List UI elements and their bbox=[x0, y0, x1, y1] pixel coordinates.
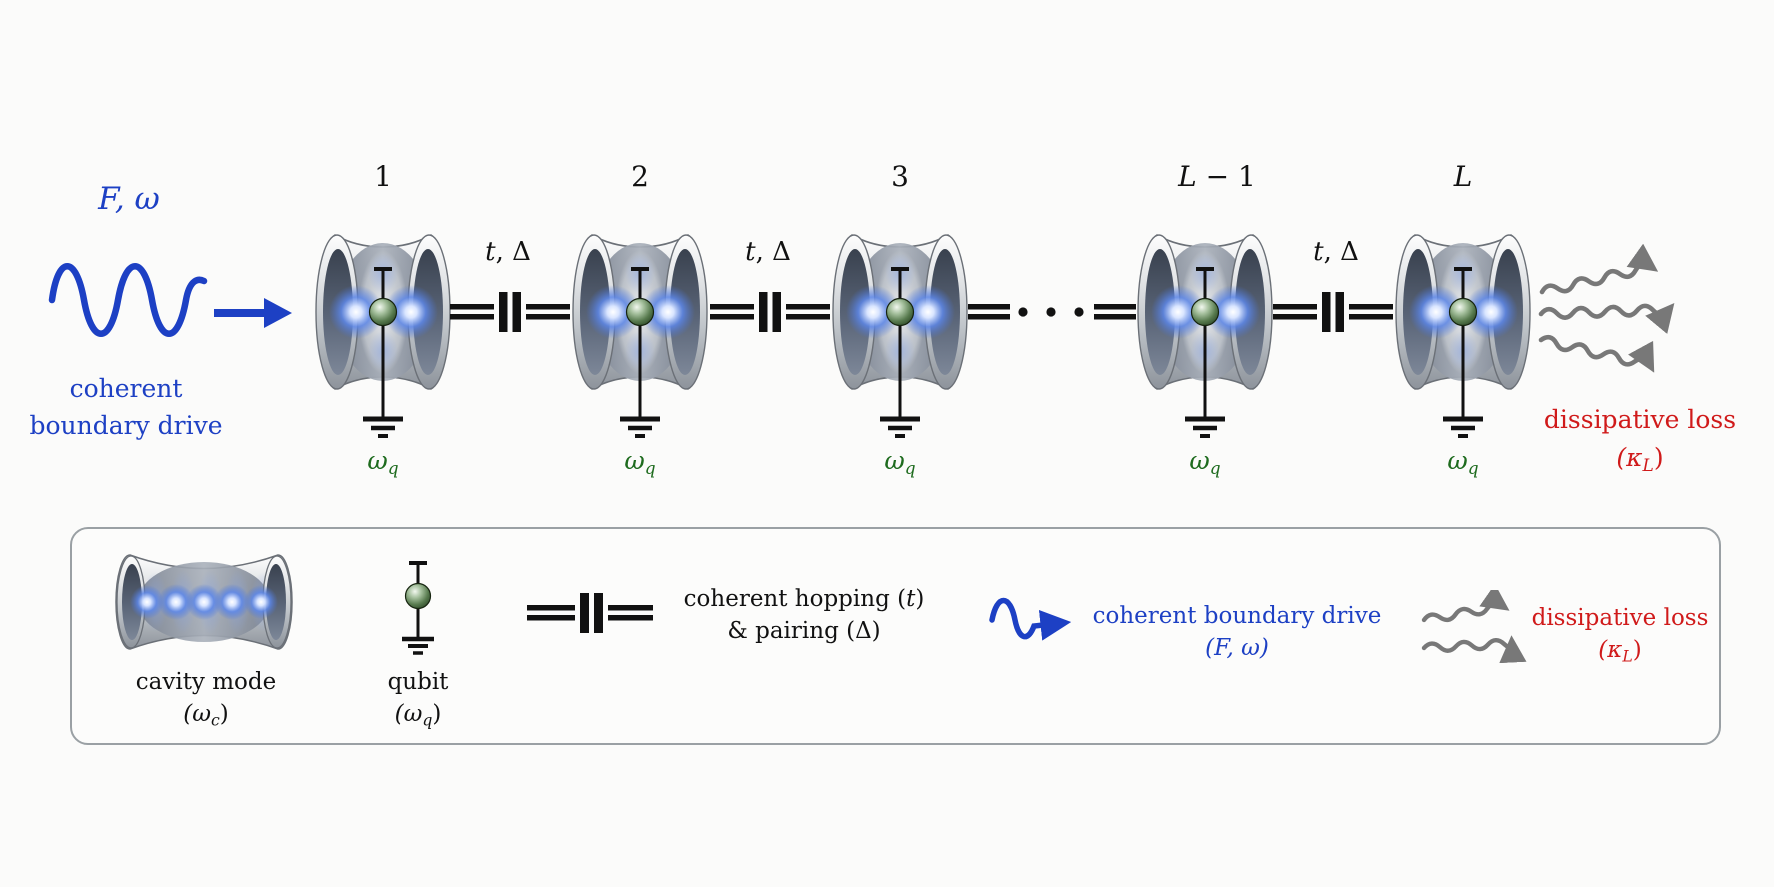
omega-q-label-3: ωq bbox=[884, 446, 916, 479]
omega-q-label-L: ωq bbox=[1447, 446, 1479, 479]
drive-sine-wave-icon bbox=[48, 263, 208, 337]
capacitor-coupler-2-3 bbox=[710, 292, 830, 332]
coupling-label-1-2: t, Δ bbox=[485, 237, 531, 267]
ellipsis-dots-icon bbox=[1018, 307, 1084, 317]
site-label-L: L bbox=[1453, 160, 1473, 193]
omega-q-label-L-1: ωq bbox=[1189, 446, 1221, 479]
legend-drive-caption: coherent boundary drive (F, ω) bbox=[1085, 600, 1389, 664]
legend-capacitor-icon bbox=[527, 593, 653, 633]
site-label-1: 1 bbox=[374, 160, 392, 193]
omega-q-label-1: ωq bbox=[367, 446, 399, 479]
drive-caption-line2: boundary drive bbox=[29, 411, 223, 440]
legend-loss-caption: dissipative loss (κL) bbox=[1524, 602, 1716, 672]
legend-drive-line2: (F, ω) bbox=[1205, 635, 1269, 661]
legend-cavity-icon bbox=[115, 554, 293, 650]
loss-caption-param: (κL) bbox=[1616, 443, 1664, 476]
chain-ellipsis-section bbox=[968, 304, 1136, 320]
legend-box bbox=[70, 527, 1721, 745]
cavity-2 bbox=[568, 229, 712, 441]
legend-cavity-caption: cavity mode (ωc) bbox=[106, 666, 306, 736]
capacitor-coupler-L1-L bbox=[1273, 292, 1393, 332]
legend-qubit-caption: qubit (ωq) bbox=[358, 666, 478, 736]
legend-loss-arrows-icon bbox=[1421, 590, 1527, 664]
drive-caption: coherent boundary drive bbox=[10, 370, 242, 444]
loss-caption-text: dissipative loss bbox=[1543, 405, 1737, 434]
legend-coupling-line2: & pairing (Δ) bbox=[727, 618, 881, 644]
legend-cavity-name: cavity mode bbox=[135, 669, 277, 695]
drive-params-label: F, ω bbox=[98, 181, 160, 217]
cavity-3 bbox=[828, 229, 972, 441]
legend-coupling-line1: coherent hopping (t) bbox=[683, 586, 925, 612]
capacitor-coupler-1-2 bbox=[450, 292, 570, 332]
cavity-L bbox=[1391, 229, 1535, 441]
legend-cavity-param: (ωc) bbox=[183, 701, 229, 730]
legend-drive-arrow-icon bbox=[989, 597, 1072, 641]
legend-qubit-icon bbox=[402, 561, 434, 655]
coupling-label-L1-L: t, Δ bbox=[1313, 237, 1359, 267]
site-label-3: 3 bbox=[891, 160, 909, 193]
coupling-label-2-3: t, Δ bbox=[745, 237, 791, 267]
legend-qubit-param: (ωq) bbox=[394, 701, 442, 730]
legend-loss-param: (κL) bbox=[1598, 637, 1642, 666]
omega-q-label-2: ωq bbox=[624, 446, 656, 479]
legend-loss-line1: dissipative loss bbox=[1531, 605, 1709, 631]
legend-coupling-caption: coherent hopping (t) & pairing (Δ) bbox=[668, 583, 940, 647]
drive-caption-line1: coherent bbox=[69, 374, 183, 403]
site-label-L-1: L − 1 bbox=[1178, 160, 1256, 193]
legend-drive-line1: coherent boundary drive bbox=[1092, 603, 1382, 629]
site-label-2: 2 bbox=[631, 160, 649, 193]
legend-qubit-name: qubit bbox=[387, 669, 449, 695]
cavity-1 bbox=[311, 229, 455, 441]
drive-right-arrow-icon bbox=[214, 298, 292, 328]
cavity-L-1 bbox=[1133, 229, 1277, 441]
loss-caption: dissipative loss (κL) bbox=[1528, 401, 1752, 485]
loss-wavy-arrows-icon bbox=[1538, 244, 1675, 373]
